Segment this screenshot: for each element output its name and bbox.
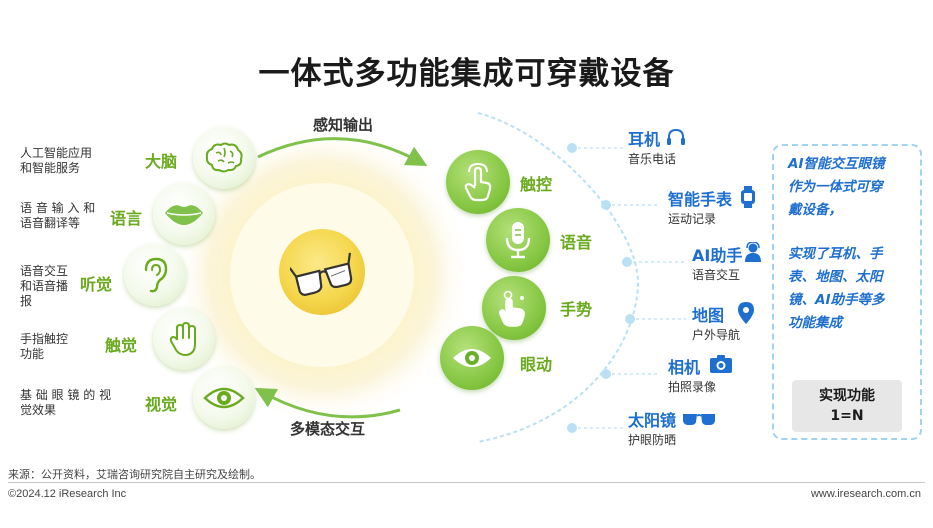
copyright: ©2024.12 iResearch Inc [8,488,127,500]
sunglasses-icon [683,414,715,425]
left-label-language: 语言 [110,209,143,228]
brain-icon [205,142,243,173]
middle-circle-gesture [482,276,546,340]
smart-glasses-icon [290,252,353,296]
left-label-brain: 大脑 [145,152,178,171]
middle-circle-eye [440,326,504,390]
function-value: 1=N [830,408,864,424]
connector-dot [601,200,611,210]
website-link[interactable]: www.iresearch.com.cn [810,488,921,500]
left-desc-hearing: 语音交互 和语音播 报 [20,264,69,308]
connector-dot [622,257,632,267]
right-title-watch: 智能手表 [668,190,733,209]
middle-circle-touch [446,150,510,214]
summary-text: AI智能交互眼镜 作为一体式可穿 戴设备， 实现了耳机、手 表、地图、太阳 镜、… [788,156,885,331]
connector-dot [625,314,635,324]
middle-label-gesture: 手势 [560,300,593,319]
right-title-ai-assistant: AI助手 [692,246,743,265]
microphone-icon [505,222,531,259]
right-title-camera: 相机 [668,358,701,377]
bottom-arrow [254,387,401,419]
touch-finger-icon [464,162,492,202]
function-title: 实现功能 [819,388,875,404]
left-desc-brain: 人工智能应用 和智能服务 [20,146,93,175]
right-curve [477,112,640,443]
camera-icon [710,355,732,373]
smartwatch-icon [741,186,755,208]
hand-touch-icon [169,322,196,356]
right-sub-headphones: 音乐电话 [628,152,677,166]
right-sub-watch: 运动记录 [668,212,717,226]
right-sub-sunglasses: 护眼防晒 [628,433,677,447]
gesture-hand-icon [499,290,525,327]
arc-label-bottom: 多模态交互 [290,420,366,438]
source-note: 来源：公开资料，艾瑞咨询研究院自主研究及绘制。 [8,468,261,481]
right-sub-map: 户外导航 [692,328,741,342]
right-sub-camera: 拍照录像 [668,380,717,394]
middle-circle-voice [486,208,550,272]
left-label-touch: 触觉 [105,336,138,355]
connector-dot [567,143,577,153]
page-title: 一体式多功能集成可穿戴设备 [258,56,675,92]
left-circle-vision [193,367,255,429]
ear-icon [144,257,168,293]
right-title-sunglasses: 太阳镜 [628,411,677,430]
left-circle-hearing [124,244,186,306]
left-desc-language: 语 音 输 入 和 语音翻译等 [20,201,96,230]
connector-dot [567,423,577,433]
middle-label-touch: 触控 [520,175,553,194]
lips-icon [165,205,203,225]
headphones-icon [667,128,685,145]
map-pin-icon [738,302,754,324]
eye-icon [453,349,491,367]
function-box: 实现功能 1=N [792,380,902,432]
middle-label-eye: 眼动 [520,355,553,374]
footer-divider [8,482,925,483]
left-desc-touch: 手指触控 功能 [20,332,69,361]
left-circle-touch [153,308,215,370]
left-circle-language [153,183,215,245]
middle-label-voice: 语音 [560,233,593,252]
right-title-headphones: 耳机 [628,130,661,149]
left-circle-brain [193,127,255,189]
right-sub-ai-assistant: 语音交互 [692,268,741,282]
eye-icon [203,387,245,409]
top-arrow [257,137,428,167]
person-icon [745,242,761,262]
right-title-map: 地图 [692,306,725,325]
left-desc-vision: 基 础 眼 镜 的 视 觉效果 [20,388,112,417]
arc-label-top: 感知输出 [313,116,374,134]
left-label-hearing: 听觉 [80,275,113,294]
connector-dot [601,369,611,379]
left-label-vision: 视觉 [145,395,178,414]
